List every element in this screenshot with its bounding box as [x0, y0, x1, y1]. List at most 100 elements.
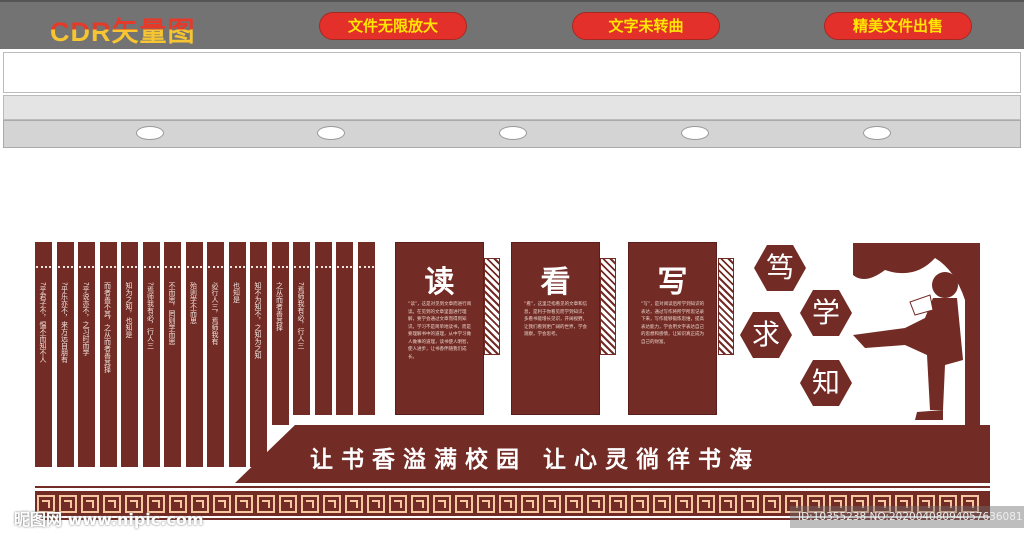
fret-motif	[169, 495, 187, 513]
strip-text: ?焉师我有必，行人三	[297, 282, 305, 349]
fret-motif	[807, 495, 825, 513]
dotted-line	[315, 266, 331, 268]
panel-look: 看“看”，这里泛指看见的文章和信息，是利于你看见而学到知识，多看书能增长见识，开…	[511, 242, 600, 415]
slogan-band-shape	[235, 425, 990, 483]
fret-motif	[477, 495, 495, 513]
fret-motif	[631, 495, 649, 513]
strip-text: ?乎说亦不，之习时而学	[82, 282, 90, 356]
bamboo-strip: 之从而者善其择	[271, 242, 289, 425]
bamboo-strip: 而者善不其，之从而者善其择	[99, 242, 117, 467]
fret-motif	[235, 495, 253, 513]
bamboo-strip	[336, 242, 353, 415]
bamboo-strip: 知为之知，也知是	[121, 242, 138, 467]
bamboo-strip: 也知是	[228, 242, 246, 467]
fret-motif	[213, 495, 231, 513]
strip-text: 之从而者善其择	[275, 282, 284, 331]
fret-motif	[719, 495, 737, 513]
hexagon-du: 笃	[754, 245, 806, 291]
strip-text: 必行人三，焉师我有	[211, 282, 219, 345]
fret-motif	[653, 495, 671, 513]
dotted-line	[272, 266, 288, 268]
dotted-line	[36, 266, 51, 268]
dotted-line	[79, 266, 94, 268]
strip-text: ?乎君子不，愠不而知不人	[39, 282, 47, 363]
ceiling-band	[3, 95, 1021, 120]
bamboo-strip: 殆则学不而思	[185, 242, 203, 467]
strip-text: 殆则学不而思	[189, 282, 198, 324]
fret-motif	[499, 495, 517, 513]
fret-motif	[543, 495, 561, 513]
slogan-text: 让书香溢满校园 让心灵徜徉书海	[310, 446, 761, 473]
fret-pattern-border	[35, 490, 990, 516]
panel-body: “读”，这是对见到文章而进行阅读。在见到的文章里面进行理解，要学会通过文章而得到…	[408, 302, 472, 360]
feature-badge-2[interactable]: 文字未转曲	[572, 12, 720, 40]
bamboo-strip: ?焉师我有必，行人三	[293, 242, 310, 415]
ceiling-light-icon	[681, 126, 709, 140]
reading-boy-tree-silhouette	[853, 243, 980, 425]
panel-read: 读“读”，这是对见到文章而进行阅读。在见到的文章里面进行理解，要学会通过文章而得…	[395, 242, 484, 415]
fret-motif	[323, 495, 341, 513]
fret-motif	[917, 495, 935, 513]
bamboo-strip: ?乎君子不，愠不而知不人	[35, 242, 52, 467]
strip-text: 而者善不其，之从而者善其择	[103, 282, 112, 373]
fret-motif	[961, 495, 979, 513]
panel-write: 写“写”，是对阅读后所学到知识的表达，通过写作将所学所思记录下来，写作能够锻炼思…	[628, 242, 717, 415]
fret-motif	[609, 495, 627, 513]
watermark-id: ID:10355238 NO:20200408094057636081	[790, 506, 1024, 528]
fret-motif	[411, 495, 429, 513]
fret-motif	[675, 495, 693, 513]
dotted-line	[229, 266, 245, 268]
strip-text: 知为之知，也知是	[125, 282, 133, 338]
fret-motif	[521, 495, 539, 513]
fret-motif	[829, 495, 847, 513]
bamboo-strip: ?乎乐亦不，来方远自朋有	[56, 242, 74, 467]
fret-motif	[37, 495, 55, 513]
bamboo-strip: 知不为知不，之知为之知	[250, 242, 267, 467]
fret-motif	[59, 495, 77, 513]
fret-motif	[125, 495, 143, 513]
bamboo-strip: ?乎说亦不，之习时而学	[78, 242, 95, 467]
fret-motif	[389, 495, 407, 513]
strip-text: 知不为知不，之知为之知	[254, 282, 262, 359]
bamboo-strip: 不而思，罔则学而思	[164, 242, 181, 467]
logo: CDR矢量图	[50, 10, 196, 49]
fret-motif	[873, 495, 891, 513]
panel-title: 读	[424, 265, 455, 300]
dotted-line	[57, 266, 73, 268]
strip-text: ?焉师我有必，行人三	[146, 282, 155, 349]
watermark-site: 昵图网 www.nipic.com	[14, 510, 204, 529]
dotted-line	[208, 266, 223, 268]
fret-motif	[587, 495, 605, 513]
strip-text: 也知是	[232, 282, 241, 303]
fret-motif	[851, 495, 869, 513]
hexagon-zhi: 知	[800, 360, 852, 406]
lattice-ornament	[600, 258, 616, 355]
feature-badge-1[interactable]: 文件无限放大	[319, 12, 467, 40]
fret-motif	[763, 495, 781, 513]
wall-top-panel	[3, 52, 1021, 93]
panel-title: 看	[540, 265, 571, 300]
ceiling-light-icon	[499, 126, 527, 140]
fret-motif	[367, 495, 385, 513]
dotted-line	[294, 266, 309, 268]
bamboo-strip	[314, 242, 332, 415]
fret-motif	[103, 495, 121, 513]
ceiling-light-icon	[317, 126, 345, 140]
panel-title: 写	[657, 265, 688, 300]
fret-motif	[565, 495, 583, 513]
fret-motif	[147, 495, 165, 513]
strip-text: 不而思，罔则学而思	[168, 282, 176, 345]
dotted-line	[143, 266, 159, 268]
dotted-line	[122, 266, 137, 268]
hexagon-xue: 学	[800, 290, 852, 336]
fret-motif	[279, 495, 297, 513]
fret-motif	[433, 495, 451, 513]
fret-motif	[895, 495, 913, 513]
fret-motif	[785, 495, 803, 513]
feature-badge-3[interactable]: 精美文件出售	[824, 12, 972, 40]
ceiling-light-icon	[863, 126, 891, 140]
dotted-line	[251, 266, 266, 268]
dotted-line	[337, 266, 352, 268]
panel-body: “写”，是对阅读后所学到知识的表达，通过写作将所学所思记录下来，写作能够锻炼思维…	[641, 302, 705, 345]
